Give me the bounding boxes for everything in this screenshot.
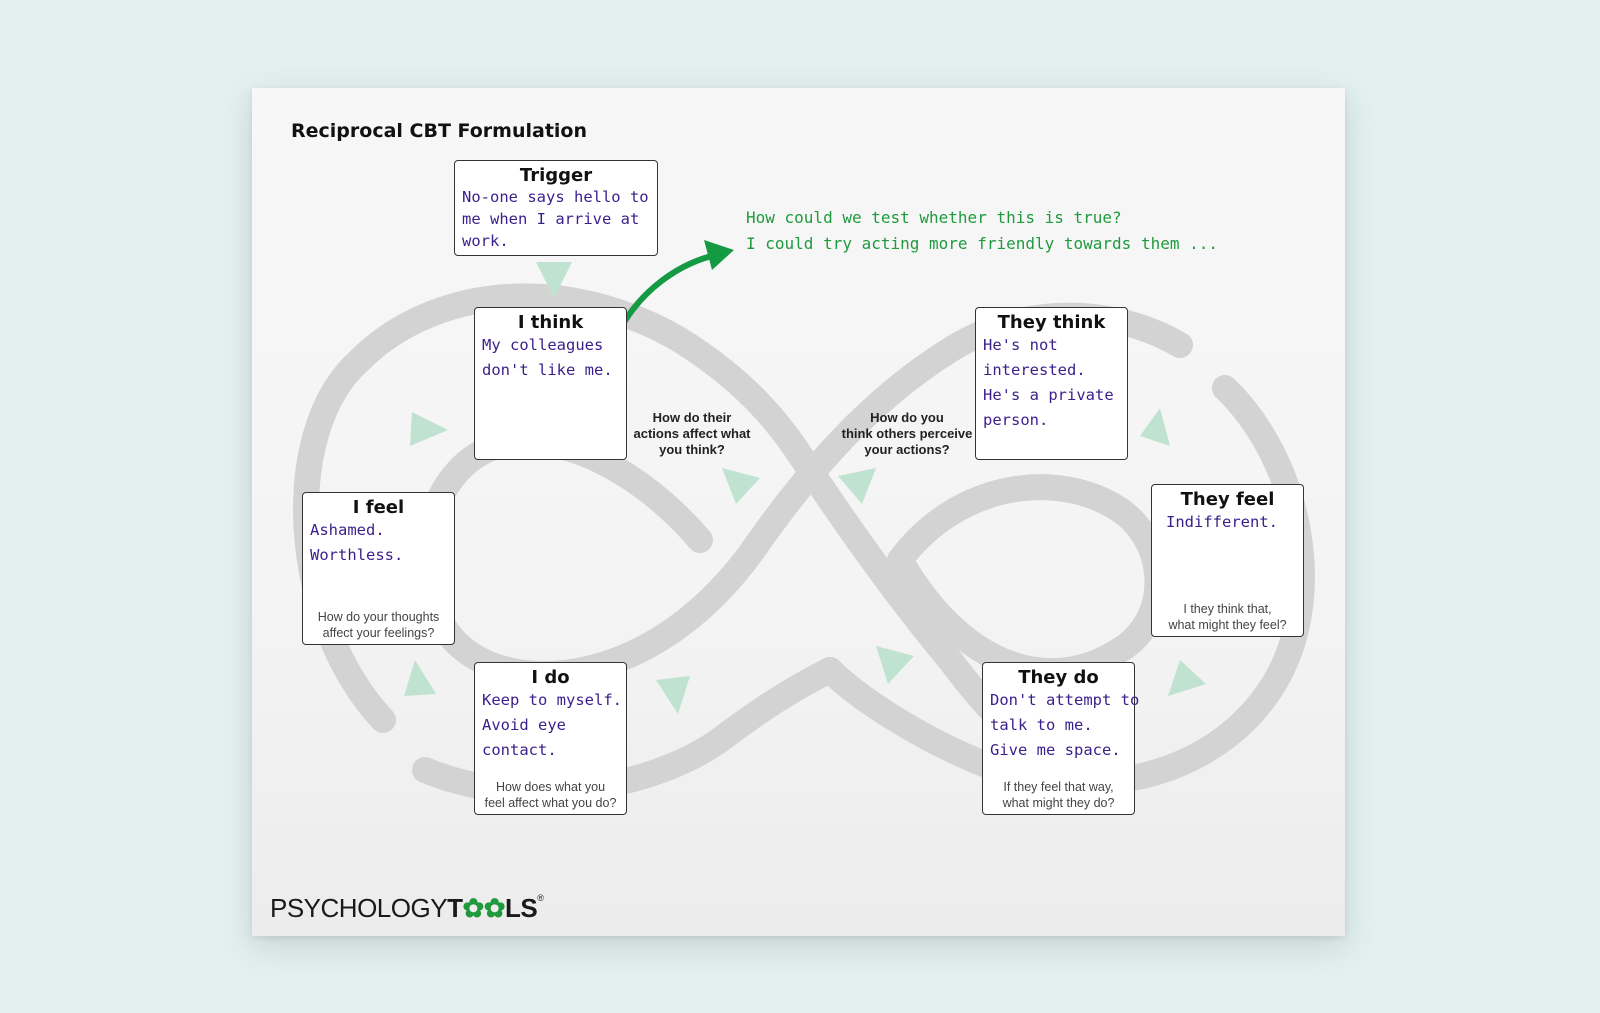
i-do-line-3: contact.: [482, 741, 557, 759]
i-feel-line-1: Ashamed.: [310, 521, 385, 539]
test-note: How could we test whether this is true? …: [746, 205, 1218, 257]
i-feel-prompt-1: How do your thoughts: [317, 610, 440, 624]
they-do-prompt-2: what might they do?: [1002, 796, 1115, 810]
they-do-line-1: Don't attempt to: [990, 691, 1140, 709]
i-do-prompt-2: feel affect what you do?: [484, 796, 617, 810]
trigger-line-3: work.: [462, 232, 509, 250]
psychology-tools-logo: PSYCHOLOGYT✿✿LS®: [270, 893, 544, 924]
i-feel-heading: I feel: [352, 497, 405, 518]
right-mid-question-3: your actions?: [864, 442, 950, 457]
i-do-line-2: Avoid eye: [482, 716, 566, 734]
i-do-line-1: Keep to myself.: [482, 691, 622, 709]
they-think-heading: They think: [997, 312, 1106, 333]
they-do-heading: They do: [1018, 667, 1099, 688]
trigger-line-1: No-one says hello to: [462, 188, 649, 206]
i-think-line-2: don't like me.: [482, 361, 613, 379]
registered-mark: ®: [537, 893, 544, 903]
trigger-box: Trigger No-one says hello to me when I a…: [454, 160, 658, 256]
i-feel-line-2: Worthless.: [310, 546, 404, 564]
left-mid-question-2: actions affect what: [633, 426, 751, 441]
they-feel-heading: They feel: [1180, 489, 1275, 510]
they-think-line-3: He's a private: [983, 386, 1114, 404]
they-think-line-2: interested.: [983, 361, 1086, 379]
trigger-heading: Trigger: [519, 165, 593, 186]
test-note-line-2: I could try acting more friendly towards…: [746, 234, 1219, 253]
they-do-line-2: talk to me.: [990, 716, 1093, 734]
i-think-heading: I think: [517, 312, 584, 333]
logo-word: PSYCHOLOGY: [270, 893, 448, 923]
left-mid-question: How do their actions affect what you thi…: [627, 410, 757, 458]
i-do-box: I do Keep to myself. Avoid eye contact. …: [474, 662, 627, 815]
right-mid-question-2: think others perceive: [841, 426, 973, 441]
i-do-heading: I do: [531, 667, 570, 688]
they-feel-box: They feel Indifferent. I they think that…: [1151, 484, 1304, 637]
they-feel-prompt-2: what might they feel?: [1168, 618, 1287, 632]
i-do-prompt-1: How does what you: [495, 780, 606, 794]
they-think-line-4: person.: [983, 411, 1049, 429]
they-think-box: They think He's not interested. He's a p…: [975, 307, 1128, 460]
they-feel-line-1: Indifferent.: [1166, 513, 1278, 531]
they-do-line-3: Give me space.: [990, 741, 1121, 759]
logo-ls: LS: [505, 893, 538, 923]
i-think-box: I think My colleagues don't like me.: [474, 307, 627, 460]
test-note-line-1: How could we test whether this is true?: [746, 208, 1122, 227]
i-feel-box: I feel Ashamed. Worthless. How do your t…: [302, 492, 455, 645]
i-feel-prompt-2: affect your feelings?: [322, 626, 435, 640]
page-title: Reciprocal CBT Formulation: [291, 120, 587, 142]
right-mid-question: How do you think others perceive your ac…: [837, 410, 977, 458]
they-think-line-1: He's not: [983, 336, 1058, 354]
trigger-line-2: me when I arrive at: [462, 210, 640, 228]
they-feel-prompt-1: I they think that,: [1183, 602, 1272, 616]
left-mid-question-1: How do their: [652, 410, 732, 425]
gear-icon: ✿✿: [462, 893, 506, 923]
right-mid-question-1: How do you: [870, 410, 944, 425]
left-mid-question-3: you think?: [659, 442, 725, 457]
they-do-prompt-1: If they feel that way,: [1003, 780, 1114, 794]
logo-t: T: [447, 893, 463, 923]
they-do-box: They do Don't attempt to talk to me. Giv…: [982, 662, 1140, 815]
i-think-line-1: My colleagues: [482, 336, 604, 354]
